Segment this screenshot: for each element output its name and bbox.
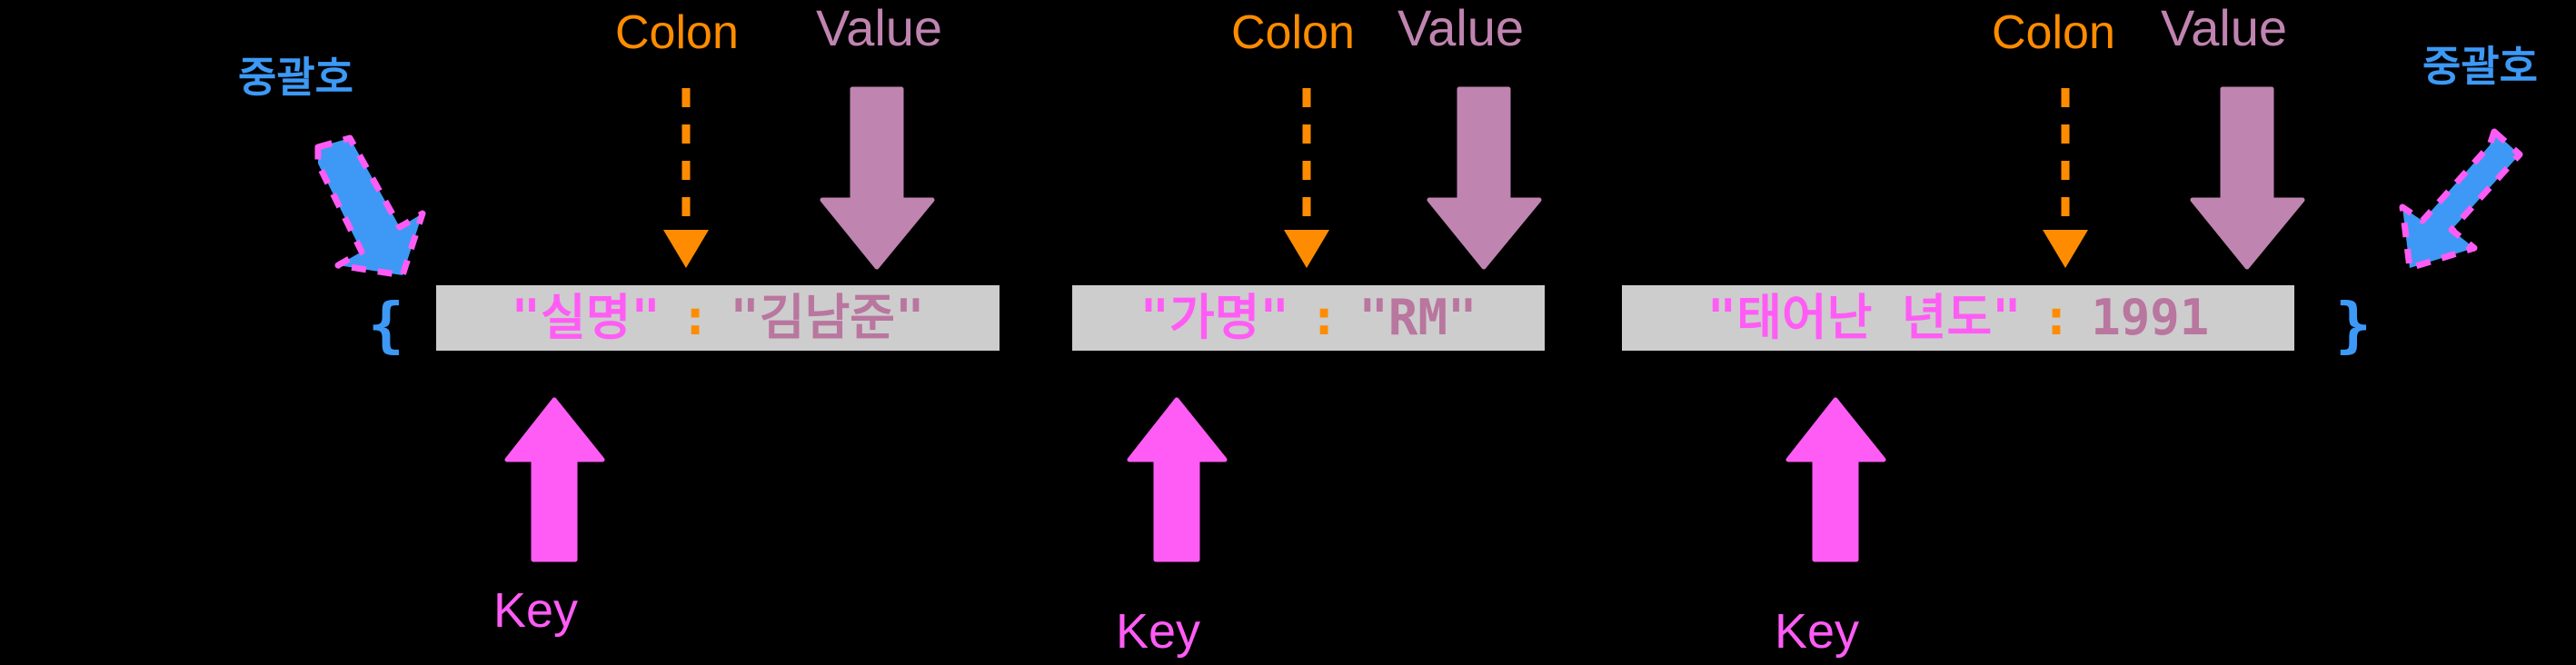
json-value-2: "RM" [1358,289,1477,346]
json-key-2: "가명" [1139,289,1289,346]
label-key-3: Key [1775,604,1860,659]
label-value-2: Value [1397,0,1525,56]
thick-arrow-up-icon-1 [504,397,605,562]
label-brace-right: 중괄호 [2422,43,2538,90]
json-colon-3: : [2041,289,2072,346]
thick-arrow-down-icon-2 [1427,86,1542,270]
close-brace: } [2335,290,2372,360]
arrow-down-right-icon [314,134,426,279]
json-key-3: "태어난 년도" [1706,289,2022,346]
label-value-3: Value [2161,0,2288,56]
json-pair-2: "가명" : "RM" [1072,285,1545,351]
label-colon-3: Colon [1992,6,2115,59]
json-value-1: "김남준" [730,289,925,346]
label-key-1: Key [493,583,579,638]
label-colon-1: Colon [615,6,739,59]
json-pair-3: "태어난 년도" : 1991 [1622,285,2294,351]
thick-arrow-up-icon-2 [1127,397,1228,562]
json-key-1: "실명" [511,289,661,346]
arrow-down-left-icon [2399,128,2523,272]
open-brace: { [368,290,404,360]
label-colon-2: Colon [1231,6,1355,59]
thick-arrow-down-icon-1 [820,86,935,270]
label-value-1: Value [816,0,943,56]
thick-arrow-down-icon-3 [2190,86,2305,270]
json-colon-2: : [1308,289,1339,346]
json-value-3: 1991 [2091,289,2210,346]
label-key-2: Key [1116,604,1201,659]
json-pair-1: "실명" : "김남준" [436,285,1000,351]
thick-arrow-up-icon-3 [1785,397,1886,562]
dashed-arrow-down-icon-3 [2043,88,2088,268]
label-brace-left: 중괄호 [238,54,353,101]
json-code-line: { "실명" : "김남준" "가명" : "RM" "태어난 년도" : 19… [0,273,2576,382]
dashed-arrow-down-icon-1 [663,88,709,268]
dashed-arrow-down-icon-2 [1284,88,1329,268]
json-colon-1: : [680,289,711,346]
